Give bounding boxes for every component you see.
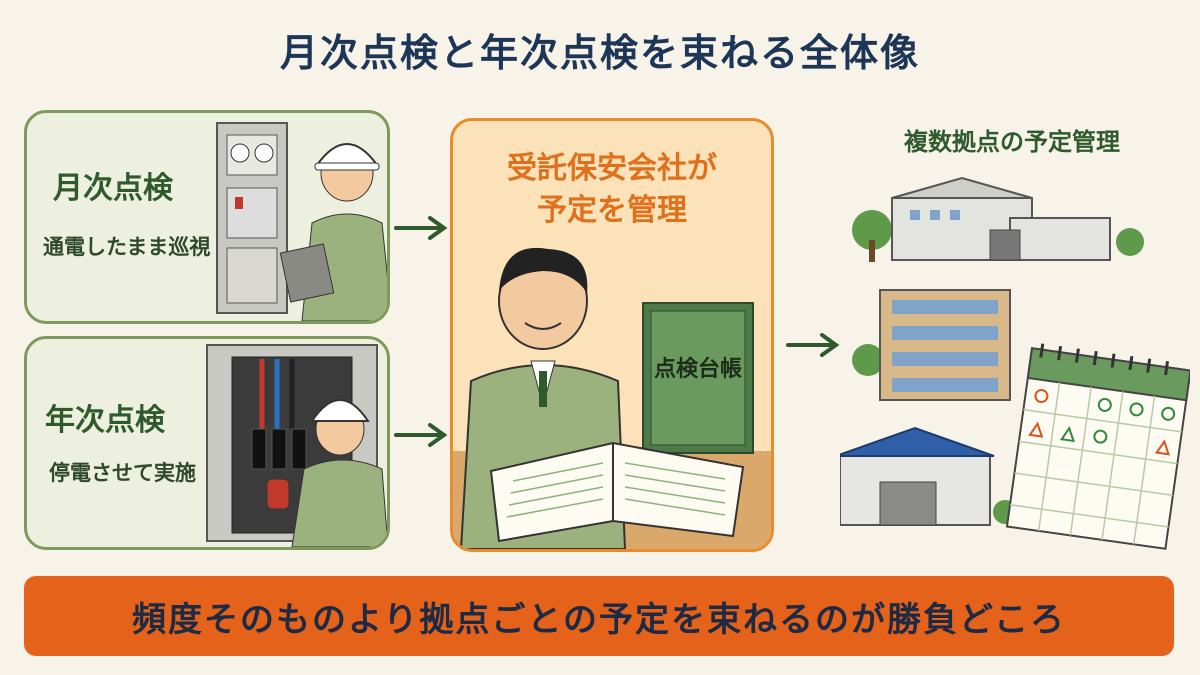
meter-icon [254, 143, 274, 163]
sites-calendar-illustration [840, 176, 1190, 550]
warehouse-icon [852, 176, 1144, 262]
multi-site-title: 複数拠点の予定管理 [904, 128, 1120, 156]
contractor-title-line2: 予定を管理 [537, 193, 687, 228]
calendar-icon [1005, 343, 1190, 550]
conclusion-text: 頻度そのものより拠点ごとの予定を束ねるのが勝負どころ [132, 599, 1066, 640]
annual-inspection-subtitle: 停電させて実施 [49, 461, 196, 485]
manager-illustration: 点検台帳 [453, 247, 771, 549]
office-building-icon [852, 289, 1011, 401]
monthly-worker-illustration [216, 122, 387, 321]
monthly-inspection-card: 月次点検 通電したまま巡視 [24, 110, 390, 324]
monthly-inspection-title: 月次点検 [53, 171, 173, 206]
ledger-label: 点検台帳 [654, 356, 742, 382]
conclusion-banner: 頻度そのものより拠点ごとの予定を束ねるのが勝負どころ [24, 576, 1174, 656]
monthly-inspection-subtitle: 通電したまま巡視 [43, 235, 211, 259]
annual-inspection-title: 年次点検 [45, 403, 165, 438]
page-title: 月次点検と年次点検を束ねる全体像 [279, 31, 920, 75]
annual-worker-illustration [206, 344, 387, 547]
contractor-title-line1: 受託保安会社が [507, 151, 717, 186]
factory-icon [840, 426, 1017, 526]
meter-icon [230, 143, 250, 163]
arrow-right-icon [786, 333, 840, 357]
contractor-card: 受託保安会社が 予定を管理 点検台帳 [450, 118, 774, 552]
annual-inspection-card: 年次点検 停電させて実施 [24, 336, 390, 550]
arrow-right-icon [394, 216, 448, 240]
arrow-right-icon [394, 423, 448, 447]
